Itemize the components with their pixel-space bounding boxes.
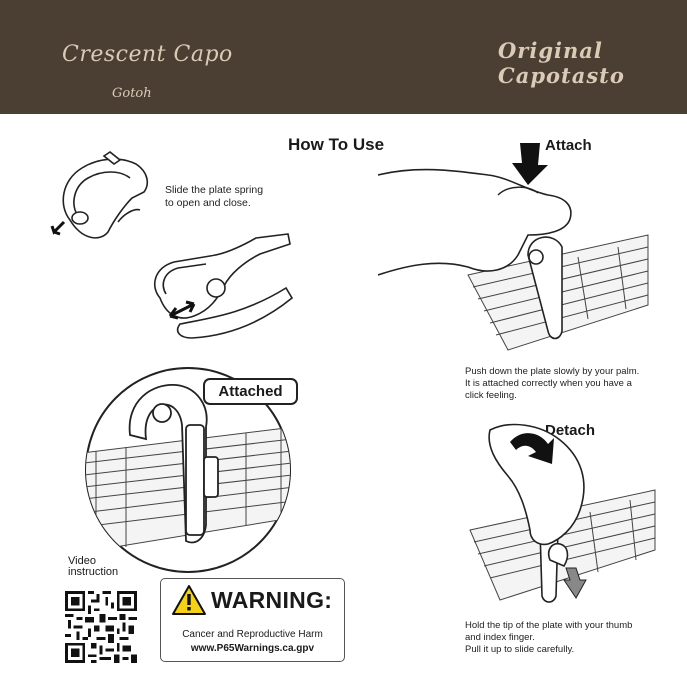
qr-code[interactable] bbox=[65, 591, 137, 663]
instruction-push-line: Push down the plate slowly by your palm. bbox=[465, 366, 640, 377]
brand-logo: Crescent Capo Gotoh bbox=[62, 33, 232, 112]
attach-hand-illustration bbox=[378, 143, 649, 351]
capo-open-illustration bbox=[153, 233, 294, 339]
instruction-push-line: click feeling. bbox=[465, 390, 517, 401]
instruction-hold-line: Hold the tip of the plate with your thum… bbox=[465, 620, 633, 631]
arrow-icon bbox=[50, 220, 66, 236]
brand-sub: Gotoh bbox=[112, 86, 152, 101]
slogan: Original Capotasto bbox=[498, 38, 625, 88]
video-instruction-label: Video instruction bbox=[68, 556, 118, 578]
video-label-line: instruction bbox=[68, 566, 119, 578]
instruction-hold-line: and index finger. bbox=[465, 632, 535, 643]
arrow-icon bbox=[510, 433, 554, 464]
warning-line-1: Cancer and Reproductive Harm bbox=[182, 629, 323, 640]
detach-hand-illustration bbox=[469, 423, 656, 603]
instruction-slide-line: Slide the plate spring bbox=[165, 184, 264, 196]
video-label-line: Video bbox=[68, 555, 96, 567]
warning-link[interactable]: www.P65Warnings.ca.gpv bbox=[190, 643, 315, 654]
slogan-line-1: Original bbox=[498, 38, 603, 63]
instruction-slide-line: to open and close. bbox=[165, 197, 251, 209]
instruction-push-line: It is attached correctly when you have a bbox=[465, 378, 632, 389]
warning-triangle-icon bbox=[172, 585, 206, 615]
capo-attached-illustration bbox=[85, 367, 291, 573]
brand-name: Crescent Capo bbox=[62, 42, 233, 67]
detach-title: Detach bbox=[545, 422, 596, 439]
attached-badge: Attached bbox=[203, 378, 298, 405]
capo-closed-illustration bbox=[50, 151, 149, 239]
warning-title: WARNING: bbox=[211, 587, 333, 613]
instruction-hold: Hold the tip of the plate with your thum… bbox=[465, 620, 675, 656]
instruction-push: Push down the plate slowly by your palm.… bbox=[465, 366, 665, 402]
instruction-hold-line: Pull it up to slide carefully. bbox=[465, 644, 575, 655]
how-to-use-title: How To Use bbox=[288, 135, 385, 154]
warning-box: WARNING: Cancer and Reproductive Harm ww… bbox=[160, 578, 345, 662]
arrow-icon bbox=[168, 300, 196, 320]
attach-title: Attach bbox=[545, 137, 592, 154]
arrow-icon bbox=[563, 567, 587, 599]
instruction-slide: Slide the plate spring to open and close… bbox=[165, 184, 263, 210]
arrow-icon bbox=[512, 143, 548, 185]
header-banner: Crescent Capo Gotoh Original Capotasto bbox=[0, 0, 687, 114]
slogan-line-2: Capotasto bbox=[498, 63, 625, 88]
